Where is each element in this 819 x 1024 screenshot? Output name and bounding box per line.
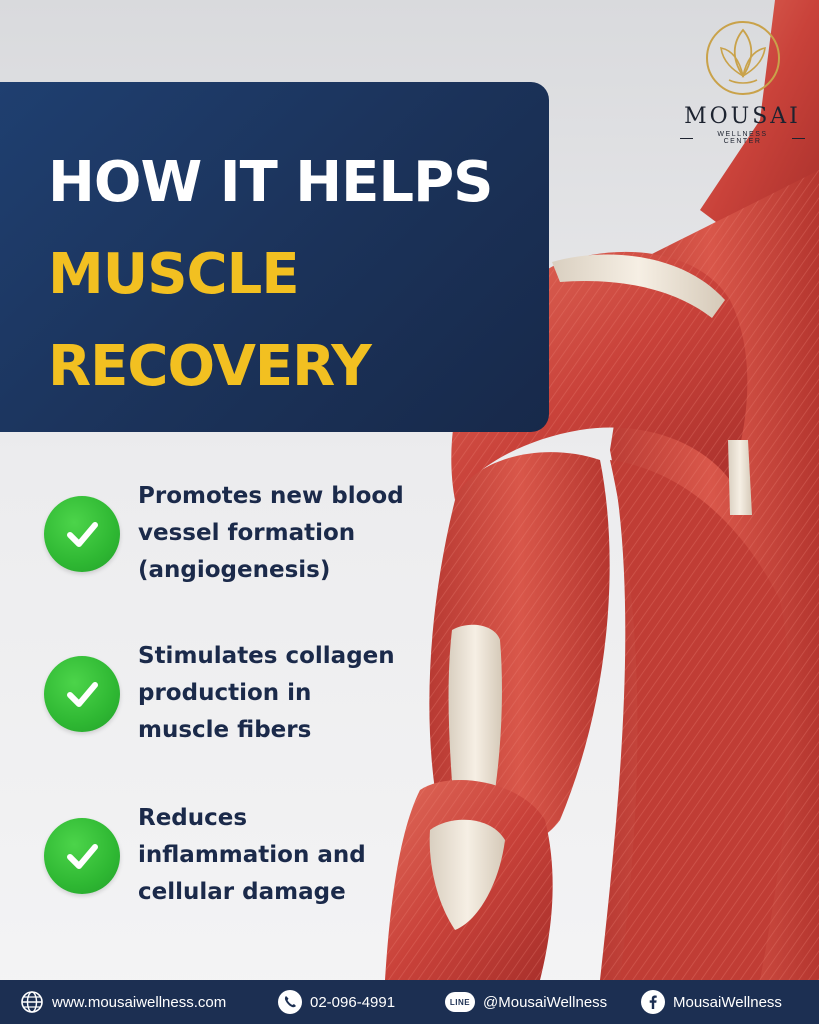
footer-phone[interactable]: 02-096-4991: [278, 980, 395, 1024]
globe-icon: [20, 990, 44, 1014]
benefit-item: Reduces inflammation and cellular damage: [44, 800, 438, 911]
benefit-text: Promotes new blood vessel formation (ang…: [138, 483, 404, 583]
footer-line[interactable]: LINE @MousaiWellness: [445, 980, 607, 1024]
mousai-logo: MOUSAI WELLNESS CENTER: [680, 18, 805, 153]
benefit-item: Promotes new blood vessel formation (ang…: [44, 478, 438, 589]
check-circle-icon: [44, 817, 120, 894]
title-panel: HOW IT HELPS MUSCLE RECOVERY: [0, 82, 549, 432]
benefit-text: Reduces inflammation and cellular damage: [138, 805, 366, 905]
phone-number[interactable]: 02-096-4991: [310, 993, 396, 1011]
title-line-1: HOW IT HELPS: [48, 150, 493, 215]
logo-wordmark: MOUSAI: [684, 104, 801, 129]
title-line-2: MUSCLE: [48, 242, 300, 307]
website-link[interactable]: www.mousaiwellness.com: [52, 993, 227, 1011]
facebook-handle[interactable]: MousaiWellness: [673, 993, 782, 1011]
benefit-item: Stimulates collagen production in muscle…: [44, 638, 438, 749]
logo-tagline: WELLNESS CENTER: [680, 131, 805, 145]
lotus-logo-icon: [705, 21, 780, 95]
footer-website[interactable]: www.mousaiwellness.com: [20, 980, 226, 1024]
check-circle-icon: [44, 495, 120, 572]
title-line-3: RECOVERY: [48, 334, 372, 399]
check-circle-icon: [44, 655, 120, 732]
footer-facebook[interactable]: MousaiWellness: [641, 980, 782, 1024]
muscle-anatomy-image: [385, 0, 819, 980]
line-app-icon: LINE: [445, 992, 475, 1012]
benefit-text: Stimulates collagen production in muscle…: [138, 643, 395, 743]
facebook-icon: [641, 990, 665, 1014]
line-handle[interactable]: @MousaiWellness: [483, 993, 608, 1011]
phone-icon: [278, 990, 302, 1014]
contact-footer: www.mousaiwellness.com 02-096-4991 LINE …: [0, 980, 819, 1024]
